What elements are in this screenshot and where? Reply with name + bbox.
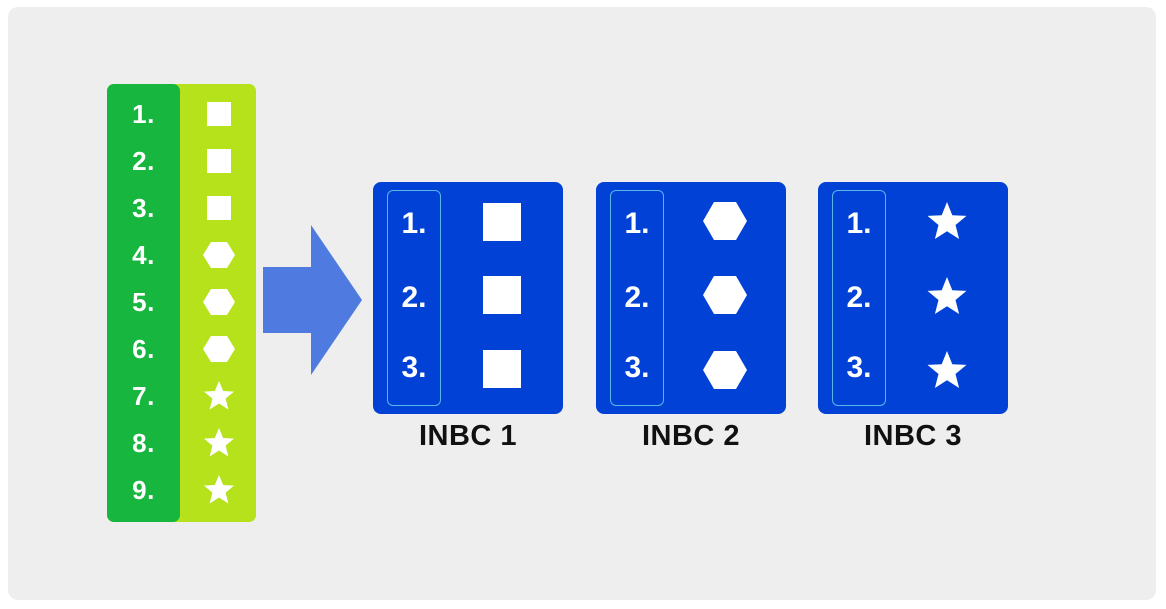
source-item-number: 7.	[132, 381, 155, 411]
card-item-number: 3.	[624, 351, 650, 384]
card-label: INBC 2	[641, 420, 741, 452]
source-list: 1. 2. 3. 4. 5. 6. 7.	[107, 84, 256, 522]
source-item-3: 3.	[107, 188, 256, 228]
square-icon	[479, 346, 525, 392]
card-item-number: 2.	[846, 281, 872, 314]
source-item-number: 5.	[132, 287, 155, 317]
source-item-number: 1.	[132, 99, 155, 129]
square-icon	[479, 199, 525, 245]
source-item-number: 8.	[132, 428, 155, 458]
card-item-number: 3.	[846, 351, 872, 384]
source-item-6: 6.	[107, 329, 256, 369]
hexagon-icon	[203, 333, 235, 365]
source-item-number: 9.	[132, 475, 155, 505]
star-icon	[924, 199, 970, 245]
square-icon	[203, 98, 235, 130]
source-item-7: 7.	[107, 376, 256, 416]
source-item-number: 3.	[132, 193, 155, 223]
card-item-number: 1.	[846, 207, 872, 240]
source-item-number: 6.	[132, 334, 155, 364]
star-icon	[924, 348, 970, 394]
card-number-box	[610, 190, 664, 406]
source-item-8: 8.	[107, 423, 256, 463]
inbc-card-3: 1. 2. 3.	[818, 182, 1008, 414]
star-icon	[203, 380, 235, 412]
hexagon-icon	[702, 198, 748, 244]
hexagon-icon	[203, 239, 235, 271]
star-icon	[924, 274, 970, 320]
star-icon	[203, 474, 235, 506]
source-item-number: 4.	[132, 240, 155, 270]
inbc-card-1: 1. 2. 3.	[373, 182, 563, 414]
square-icon	[203, 192, 235, 224]
source-number-column	[107, 84, 180, 522]
card-item-number: 2.	[624, 281, 650, 314]
right-arrow-icon	[263, 225, 363, 375]
source-item-9: 9.	[107, 470, 256, 510]
hexagon-icon	[702, 272, 748, 318]
hexagon-icon	[203, 286, 235, 318]
source-item-1: 1.	[107, 94, 256, 134]
card-label: INBC 3	[863, 420, 963, 452]
source-item-5: 5.	[107, 282, 256, 322]
card-number-box	[387, 190, 441, 406]
star-icon	[203, 427, 235, 459]
card-item-number: 2.	[401, 281, 427, 314]
square-icon	[203, 145, 235, 177]
card-item-number: 3.	[401, 351, 427, 384]
square-icon	[479, 272, 525, 318]
hexagon-icon	[702, 347, 748, 393]
source-item-2: 2.	[107, 141, 256, 181]
card-number-box	[832, 190, 886, 406]
source-item-4: 4.	[107, 235, 256, 275]
inbc-card-2: 1. 2. 3.	[596, 182, 786, 414]
card-label: INBC 1	[418, 420, 518, 452]
card-item-number: 1.	[401, 207, 427, 240]
source-item-number: 2.	[132, 146, 155, 176]
card-item-number: 1.	[624, 207, 650, 240]
